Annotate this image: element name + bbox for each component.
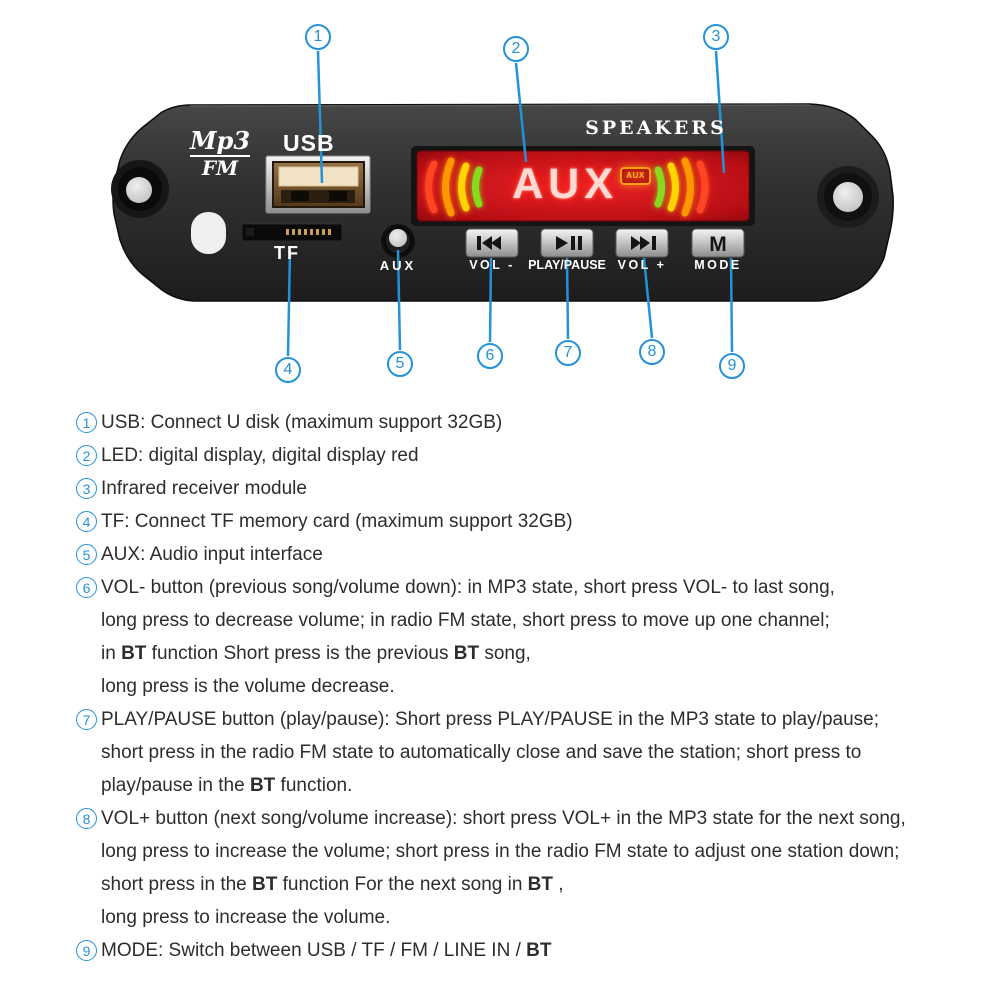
callout-8: 8 bbox=[639, 339, 665, 365]
note-text: long press to decrease volume; in radio … bbox=[101, 609, 830, 631]
note-row: short press in the BT function For the n… bbox=[76, 868, 992, 901]
note-number: 1 bbox=[76, 412, 97, 433]
board-top-highlight bbox=[189, 104, 811, 107]
display-mode-text: AUX bbox=[512, 160, 618, 208]
note-text: Infrared receiver module bbox=[101, 477, 307, 499]
callout-line-6 bbox=[488, 257, 493, 343]
logo-mp3-text: Mp3 bbox=[189, 126, 251, 155]
note-row: in BT function Short press is the previo… bbox=[76, 637, 992, 670]
note-text: long press to increase the volume. bbox=[101, 906, 391, 928]
aux-label: AUX bbox=[379, 258, 417, 273]
note-text: long press is the volume decrease. bbox=[101, 675, 395, 697]
callout-1: 1 bbox=[305, 24, 331, 50]
note-text: long press to increase the volume; short… bbox=[101, 840, 900, 862]
callout-6: 6 bbox=[477, 343, 503, 369]
callout-line-1 bbox=[316, 50, 324, 184]
note-row: long press to decrease volume; in radio … bbox=[76, 604, 992, 637]
note-text: PLAY/PAUSE button (play/pause): Short pr… bbox=[101, 708, 879, 730]
note-text: LED: digital display, digital display re… bbox=[101, 444, 419, 466]
note-text: AUX: Audio input interface bbox=[101, 543, 323, 565]
note-number: 4 bbox=[76, 511, 97, 532]
note-number: 3 bbox=[76, 478, 97, 499]
note-text: TF: Connect TF memory card (maximum supp… bbox=[101, 510, 573, 532]
callout-line-5 bbox=[396, 249, 402, 351]
callout-line-7 bbox=[565, 257, 570, 340]
vol-plus-label: VOL + bbox=[617, 258, 667, 272]
note-number: 7 bbox=[76, 709, 97, 730]
callout-5: 5 bbox=[387, 351, 413, 377]
note-text: USB: Connect U disk (maximum support 32G… bbox=[101, 411, 503, 433]
callout-line-9 bbox=[729, 257, 734, 353]
next-track-icon bbox=[631, 236, 656, 250]
note-number: 8 bbox=[76, 808, 97, 829]
callout-4: 4 bbox=[275, 357, 301, 383]
note-number: 2 bbox=[76, 445, 97, 466]
play-pause-button bbox=[540, 228, 594, 258]
logo-fm-text: FM bbox=[201, 156, 239, 180]
note-number: 6 bbox=[76, 577, 97, 598]
play-pause-label: PLAY/PAUSE bbox=[528, 258, 606, 272]
mode-icon: M bbox=[709, 233, 727, 256]
note-text: short press in the BT function For the n… bbox=[101, 873, 564, 895]
equalizer-arcs-right bbox=[654, 157, 709, 217]
note-row: long press to increase the volume; short… bbox=[76, 835, 992, 868]
previous-track-icon bbox=[477, 236, 501, 250]
mode-button: M bbox=[691, 228, 745, 258]
mounting-hole-right bbox=[817, 166, 879, 228]
callout-line-2 bbox=[514, 62, 528, 163]
note-text: MODE: Switch between USB / TF / FM / LIN… bbox=[101, 939, 552, 961]
note-text: VOL+ button (next song/volume increase):… bbox=[101, 807, 906, 829]
callout-line-8 bbox=[642, 257, 654, 339]
play-pause-icon bbox=[556, 236, 582, 250]
display-aux-badge: AUX bbox=[620, 167, 651, 185]
usb-port bbox=[265, 155, 371, 214]
callout-9: 9 bbox=[719, 353, 745, 379]
note-text: play/pause in the BT function. bbox=[101, 774, 353, 796]
callout-line-3 bbox=[714, 50, 726, 174]
note-text: VOL- button (previous song/volume down):… bbox=[101, 576, 835, 598]
note-text: in BT function Short press is the previo… bbox=[101, 642, 531, 664]
mode-label: MODE bbox=[694, 258, 742, 272]
callout-3: 3 bbox=[703, 24, 729, 50]
callout-line-4 bbox=[286, 249, 292, 357]
callout-2: 2 bbox=[503, 36, 529, 62]
callout-7: 7 bbox=[555, 340, 581, 366]
tf-label: TF bbox=[274, 243, 300, 263]
note-row: long press to increase the volume. bbox=[76, 901, 992, 934]
mounting-hole-left bbox=[111, 160, 169, 218]
vol-minus-label: VOL - bbox=[469, 258, 515, 272]
tf-card-slot bbox=[241, 222, 343, 242]
ir-window bbox=[191, 212, 226, 254]
note-number: 5 bbox=[76, 544, 97, 565]
note-row: play/pause in the BT function. bbox=[76, 769, 992, 802]
equalizer-arcs-left bbox=[425, 157, 483, 217]
note-row: long press is the volume decrease. bbox=[76, 670, 992, 703]
logo-divider bbox=[190, 155, 250, 157]
previous-track-button bbox=[465, 228, 519, 258]
aux-jack bbox=[381, 224, 415, 258]
next-track-button bbox=[615, 228, 669, 258]
note-text: short press in the radio FM state to aut… bbox=[101, 741, 862, 763]
led-display bbox=[411, 146, 755, 226]
note-number: 9 bbox=[76, 940, 97, 961]
note-row: short press in the radio FM state to aut… bbox=[76, 736, 992, 769]
brand-logo: Mp3 FM bbox=[184, 129, 256, 179]
usb-label: USB bbox=[283, 130, 335, 156]
speakers-brand-text: SPEAKERS bbox=[585, 117, 727, 139]
